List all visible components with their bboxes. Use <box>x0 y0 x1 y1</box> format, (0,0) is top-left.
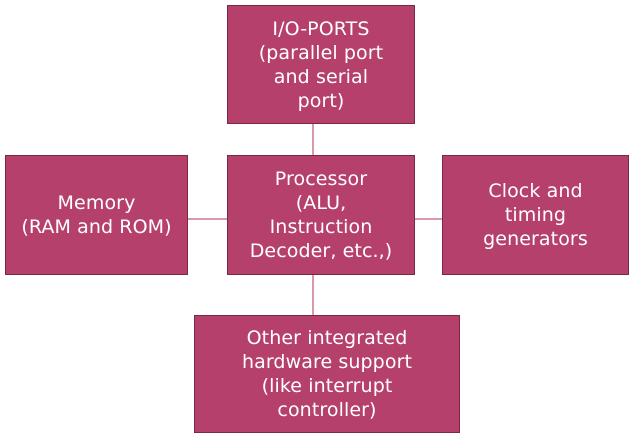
processor-label: Processor (ALU, Instruction Decoder, etc… <box>249 168 393 262</box>
other-hardware-box: Other integrated hardware support (like … <box>194 315 460 433</box>
io-ports-box: I/O-PORTS (parallel port and serial port… <box>227 5 415 124</box>
clock-timing-label: Clock and timing generators <box>483 180 588 250</box>
memory-label: Memory (RAM and ROM) <box>21 192 172 238</box>
processor-box: Processor (ALU, Instruction Decoder, etc… <box>227 155 415 275</box>
connector-processor-memory <box>188 218 227 220</box>
memory-box: Memory (RAM and ROM) <box>5 155 188 275</box>
io-ports-label: I/O-PORTS (parallel port and serial port… <box>258 17 384 112</box>
clock-timing-box: Clock and timing generators <box>442 155 629 275</box>
connector-processor-clock <box>415 218 442 220</box>
connector-processor-io <box>312 124 314 155</box>
connector-processor-other <box>312 275 314 315</box>
other-hardware-label: Other integrated hardware support (like … <box>241 327 413 421</box>
